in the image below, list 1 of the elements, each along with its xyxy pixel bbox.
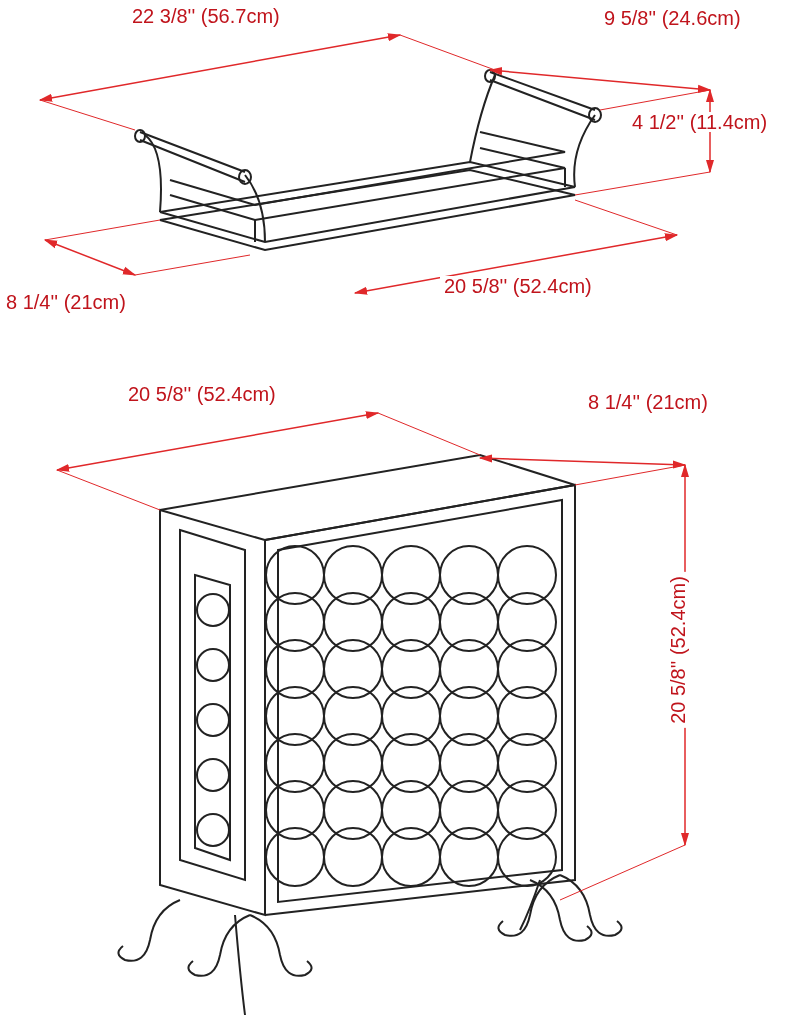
dimension-label: 20 5/8'' (52.4cm) <box>667 572 688 728</box>
